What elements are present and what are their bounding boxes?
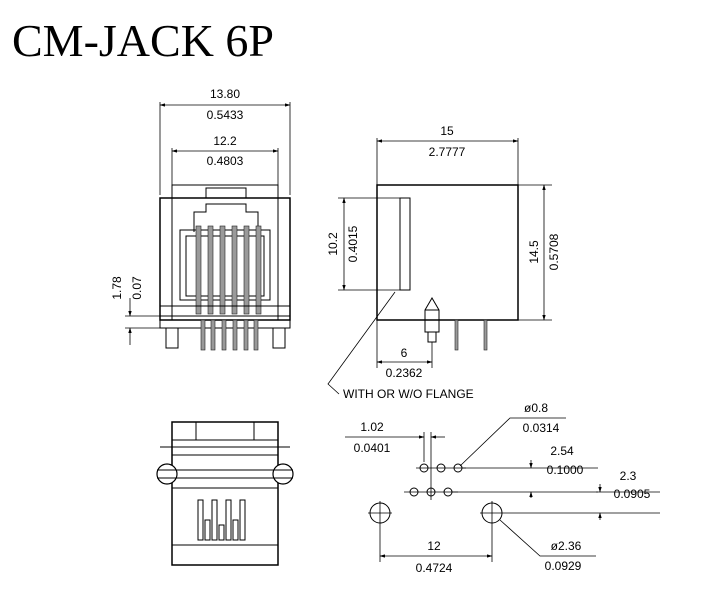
hole-leader — [459, 417, 566, 467]
dim-height-mm: 14.5 — [527, 240, 541, 264]
dim-height-in: 0.5708 — [547, 233, 561, 270]
side-lead — [483, 319, 488, 351]
rear-lead-short — [232, 519, 239, 541]
drawing-title: CM-JACK 6P — [12, 15, 274, 66]
dim-row-offset-in: 0.1000 — [547, 463, 584, 477]
lead — [232, 319, 238, 351]
post-hole-leader — [499, 519, 596, 557]
peg — [424, 297, 440, 333]
leads — [200, 319, 259, 351]
lead — [221, 319, 227, 351]
rear-lead-short — [218, 524, 225, 541]
contact-pin — [243, 225, 250, 315]
mounting-post-right — [272, 327, 286, 349]
rear-view — [156, 421, 294, 566]
dim-post-offset-mm: 2.3 — [620, 469, 637, 483]
contact-pin — [219, 225, 226, 315]
dim-post-spacing-mm: 12 — [427, 539, 441, 553]
lead — [243, 319, 249, 351]
rear-lead — [225, 499, 232, 541]
dim-standoff-in: 0.07 — [130, 276, 144, 300]
dim-row-offset-mm: 2.54 — [550, 444, 574, 458]
dim-pin-offset-in: 0.2362 — [386, 366, 423, 380]
contact-pins — [195, 225, 262, 315]
contact-pin — [255, 225, 262, 315]
dim-pin-hole-dia-in: 0.0314 — [523, 421, 560, 435]
flange — [399, 197, 411, 291]
rear-lead-short — [204, 519, 211, 541]
rear-lead — [239, 499, 246, 541]
jack-opening-top — [193, 203, 259, 232]
rear-post-right — [272, 463, 294, 485]
rear-housing — [171, 421, 279, 566]
dim-overall-width-in: 0.5433 — [207, 108, 244, 122]
pcb-layout: 1.02 0.0401 ø0.8 0.0314 2.54 0.1000 2.3 … — [345, 401, 660, 575]
dim-flange-height-in: 0.4015 — [346, 225, 360, 262]
dim-depth-in: 2.7777 — [429, 145, 466, 159]
dim-pin-hole-dia-mm: ø0.8 — [524, 401, 548, 415]
dim-overall-width-mm: 13.80 — [210, 87, 240, 101]
dim-flange-height-mm: 10.2 — [326, 232, 340, 256]
dim-pin-spacing-mm: 1.02 — [360, 420, 384, 434]
lead — [200, 319, 206, 351]
side-housing — [376, 184, 519, 321]
side-view: 15 2.7777 10.2 0.4015 14.5 0.5708 6 0.23… — [326, 124, 561, 401]
dim-pin-spacing-in: 0.0401 — [354, 441, 391, 455]
dim-post-offset-in: 0.0905 — [614, 487, 651, 501]
dim-post-hole-dia-mm: ø2.36 — [551, 539, 582, 553]
dim-standoff-mm: 1.78 — [110, 276, 124, 300]
dim-depth-mm: 15 — [440, 124, 454, 138]
flange-note: WITH OR W/O FLANGE — [343, 387, 474, 401]
dim-inner-width-mm: 12.2 — [213, 134, 237, 148]
dim-post-hole-dia-in: 0.0929 — [545, 559, 582, 573]
mounting-post-left — [165, 327, 179, 349]
rear-lead — [211, 499, 218, 541]
flange-leader — [327, 291, 396, 395]
latch-slot — [205, 187, 247, 199]
rear-post-left — [156, 463, 178, 485]
front-view: 13.80 0.5433 12.2 0.4803 — [110, 87, 291, 351]
dim-pin-offset-mm: 6 — [401, 346, 408, 360]
lead — [210, 319, 216, 351]
dim-inner-width-in: 0.4803 — [207, 154, 244, 168]
lead — [253, 319, 259, 351]
contact-pin — [207, 225, 214, 315]
rear-lead — [197, 499, 204, 541]
peg-tip — [427, 332, 437, 343]
contact-pin — [231, 225, 238, 315]
side-lead — [454, 319, 459, 351]
dim-post-spacing-in: 0.4724 — [416, 561, 453, 575]
contact-pin — [195, 225, 202, 315]
